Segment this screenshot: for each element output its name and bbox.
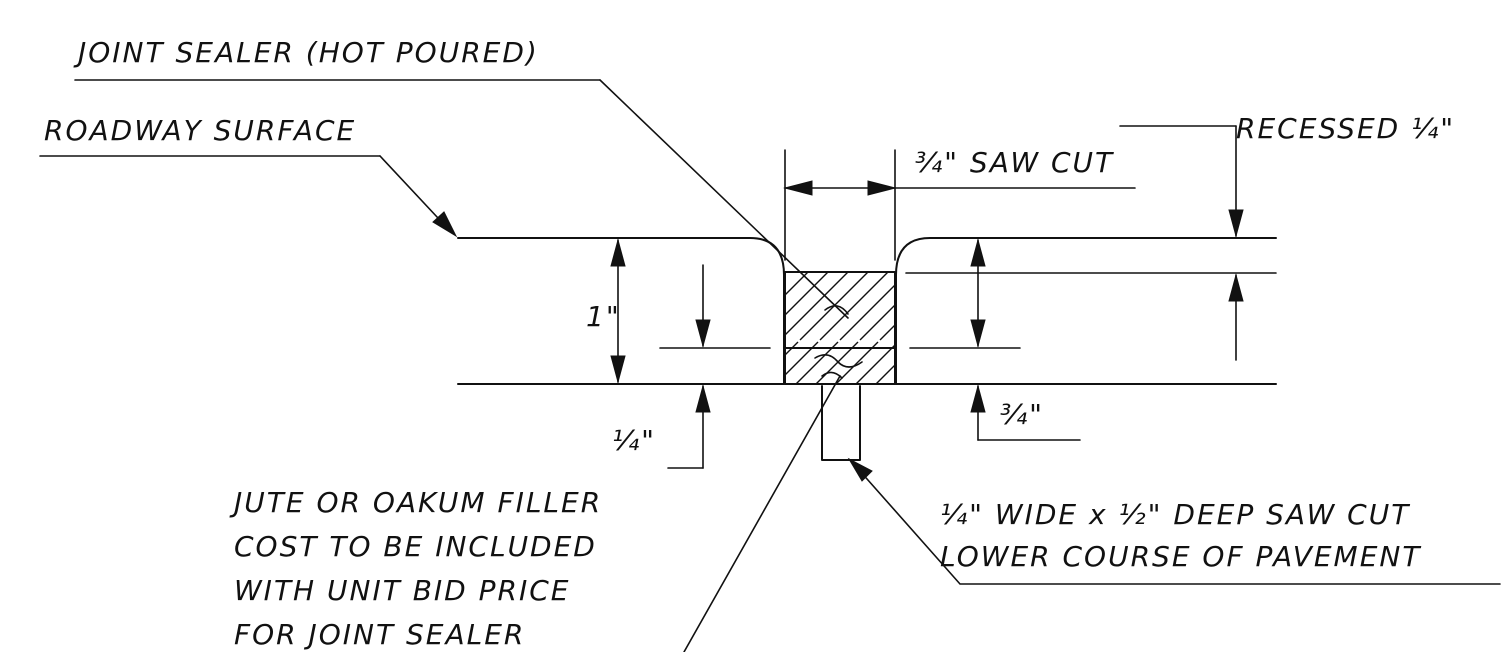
label-joint-sealer: JOINT SEALER (HOT POURED) xyxy=(73,36,539,69)
label-roadway-surface: ROADWAY SURFACE xyxy=(44,114,356,147)
label-dim-three-quarter-right: ¾" xyxy=(1000,398,1044,431)
lower-saw-cut xyxy=(821,385,861,461)
joint-sealer-block xyxy=(784,271,896,385)
label-lower-cut-line1: ¼" WIDE x ½" DEEP SAW CUT xyxy=(940,498,1410,531)
dim-one-inch xyxy=(610,238,626,384)
label-filler-line3: WITH UNIT BID PRICE xyxy=(234,574,570,607)
leader-filler xyxy=(683,375,841,652)
label-dim-one-inch: 1" xyxy=(586,300,621,333)
label-dim-quarter-left: ¼" xyxy=(612,424,656,457)
right-slab-surface xyxy=(895,237,1277,385)
label-saw-cut-top: ¾" SAW CUT xyxy=(915,146,1114,179)
dim-recessed xyxy=(1119,125,1244,361)
pavement-outline xyxy=(457,237,1277,385)
leader-lower-saw-cut xyxy=(851,461,1501,585)
label-lower-cut-line2: LOWER COURSE OF PAVEMENT xyxy=(940,540,1421,573)
label-recessed: RECESSED ¼" xyxy=(1236,112,1455,145)
dim-saw-cut-top xyxy=(783,149,1136,261)
label-filler-line2: COST TO BE INCLUDED xyxy=(234,530,597,563)
labels: JOINT SEALER (HOT POURED) ROADWAY SURFAC… xyxy=(44,36,1455,651)
label-filler-line4: FOR JOINT SEALER xyxy=(234,618,525,651)
dim-quarter-left xyxy=(659,264,771,469)
leaders xyxy=(39,79,1501,652)
label-filler-line1: JUTE OR OAKUM FILLER xyxy=(229,486,602,519)
dim-three-quarter-right xyxy=(909,238,1081,441)
